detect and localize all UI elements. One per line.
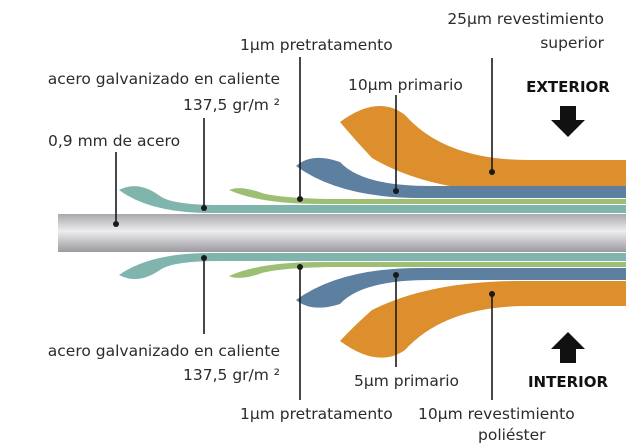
galvanized-layer-bottom: [119, 253, 626, 279]
label-steel: 0,9 mm de acero: [48, 132, 180, 150]
dot-pretreatment-bottom: [297, 264, 303, 270]
label-topcoat-line2: superior: [540, 34, 604, 52]
primer-layer-bottom: [296, 268, 626, 308]
primer-layer-top: [296, 157, 626, 198]
label-exterior: EXTERIOR: [526, 78, 610, 96]
dot-galvanized-top: [201, 205, 207, 211]
label-galvanized-bottom-line1: acero galvanizado en caliente: [48, 342, 280, 360]
polyester-layer-bottom: [340, 281, 626, 358]
pretreatment-layer-top: [229, 188, 626, 204]
steel-core: [58, 214, 626, 252]
label-pretreatment-bottom: 1µm pretratamento: [240, 405, 393, 423]
arrow-up-icon: [551, 332, 585, 363]
label-primer-bottom: 5µm primario: [354, 372, 459, 390]
dot-polyester-bottom: [489, 291, 495, 297]
dot-primer-bottom: [393, 272, 399, 278]
galvanized-layer-top: [119, 186, 626, 213]
label-pretreatment-top: 1µm pretratamento: [240, 36, 393, 54]
pretreatment-layer-bottom: [229, 262, 626, 278]
label-interior: INTERIOR: [528, 373, 608, 391]
dot-steel: [113, 221, 119, 227]
label-polyester-line1: 10µm revestimiento: [418, 405, 575, 423]
dot-topcoat-top: [489, 169, 495, 175]
dot-galvanized-bottom: [201, 255, 207, 261]
topcoat-layer-top: [340, 106, 626, 192]
label-galvanized-bottom-line2: 137,5 gr/m ²: [183, 366, 280, 384]
dot-primer-top: [393, 188, 399, 194]
arrow-down-icon: [551, 106, 585, 137]
dot-pretreatment-top: [297, 196, 303, 202]
label-polyester-line2: poliéster: [478, 426, 546, 444]
label-topcoat-line1: 25µm revestimiento: [447, 10, 604, 28]
label-galvanized-top-line1: acero galvanizado en caliente: [48, 70, 280, 88]
label-galvanized-top-line2: 137,5 gr/m ²: [183, 96, 280, 114]
label-primer-top: 10µm primario: [348, 76, 463, 94]
